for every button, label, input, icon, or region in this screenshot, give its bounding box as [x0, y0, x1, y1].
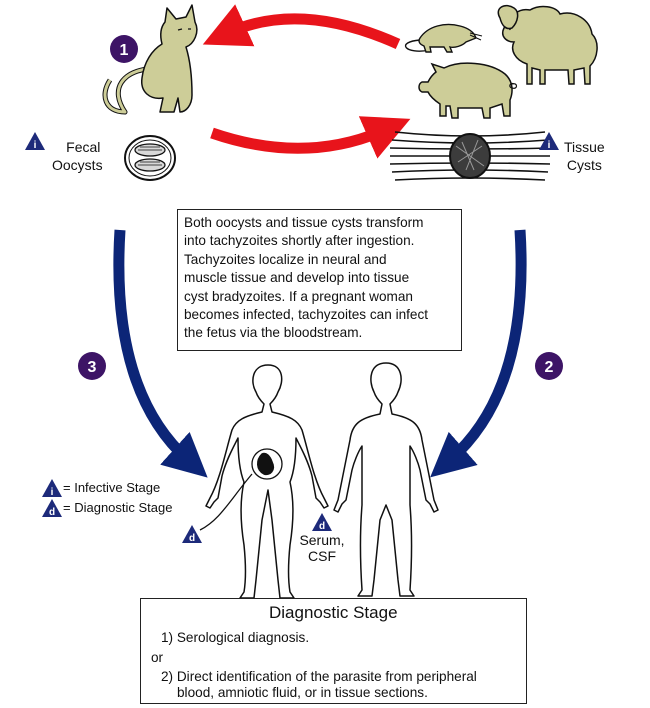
svg-text:d: d	[319, 521, 325, 532]
diagnostic-or: or	[151, 650, 164, 665]
diagnostic-method-1: 1) Serological diagnosis.	[161, 630, 310, 645]
sheep-illustration	[497, 4, 598, 85]
blue-arrow-right	[430, 229, 527, 478]
tissue-cyst-illustration	[389, 131, 551, 181]
infective-stage-icon: i	[25, 132, 45, 151]
step-3-number: 3	[88, 359, 97, 376]
fecal-oocysts-label: Fecal Oocysts	[52, 139, 103, 173]
transformation-info-box: Both oocysts and tissue cysts transform …	[177, 209, 462, 351]
infective-stage-icon: i	[539, 132, 559, 151]
step-3-badge	[78, 352, 106, 380]
svg-text:d: d	[189, 533, 195, 544]
svg-text:i: i	[51, 487, 54, 498]
legend-diagnostic-text: = Diagnostic Stage	[63, 500, 173, 515]
serum-csf-label: Serum, CSF	[299, 532, 345, 564]
diagnostic-icon-amniotic: d	[182, 525, 202, 544]
oocyst-illustration	[124, 135, 176, 181]
info-line: into tachyzoites shortly after ingestion…	[184, 233, 415, 249]
diagnostic-stage-box: Diagnostic Stage 1) Serological diagnosi…	[140, 598, 527, 704]
diagnostic-method-2: 2) Direct identification of the parasite…	[161, 669, 477, 684]
svg-text:i: i	[34, 140, 37, 151]
female-human-figure	[199, 364, 329, 599]
svg-text:i: i	[548, 140, 551, 151]
diagnostic-stage-title: Diagnostic Stage	[269, 603, 398, 622]
step-2-badge	[535, 352, 563, 380]
svg-text:d: d	[49, 507, 55, 518]
step-1-number: 1	[120, 42, 129, 59]
male-human-figure	[333, 362, 439, 597]
info-line: Tachyzoites localize in neural and	[184, 251, 387, 267]
rat-illustration	[404, 23, 483, 53]
pig-illustration	[418, 62, 518, 119]
legend-infective-icon: i	[42, 479, 62, 498]
cat-illustration	[102, 4, 198, 115]
info-line: the fetus via the bloodstream.	[184, 325, 363, 341]
blue-arrow-left	[113, 229, 208, 478]
info-line: becomes infected, tachyzoites can infect	[184, 307, 429, 323]
info-line: Both oocysts and tissue cysts transform	[184, 215, 424, 230]
diagnostic-method-2-cont: blood, amniotic fluid, or in tissue sect…	[177, 685, 428, 700]
legend-diagnostic-icon: d	[42, 499, 62, 518]
info-line: cyst bradyzoites. If a pregnant woman	[184, 288, 413, 304]
red-arrow-to-animals	[210, 116, 411, 159]
red-arrow-to-cat	[202, 4, 401, 50]
legend-infective-text: = Infective Stage	[63, 480, 161, 495]
step-1-badge	[110, 35, 138, 63]
step-2-number: 2	[545, 359, 554, 376]
tissue-cysts-label: Tissue Cysts	[564, 139, 605, 173]
diagnostic-icon-serum: d	[312, 513, 332, 532]
info-line: muscle tissue and develop into tissue	[184, 270, 410, 286]
